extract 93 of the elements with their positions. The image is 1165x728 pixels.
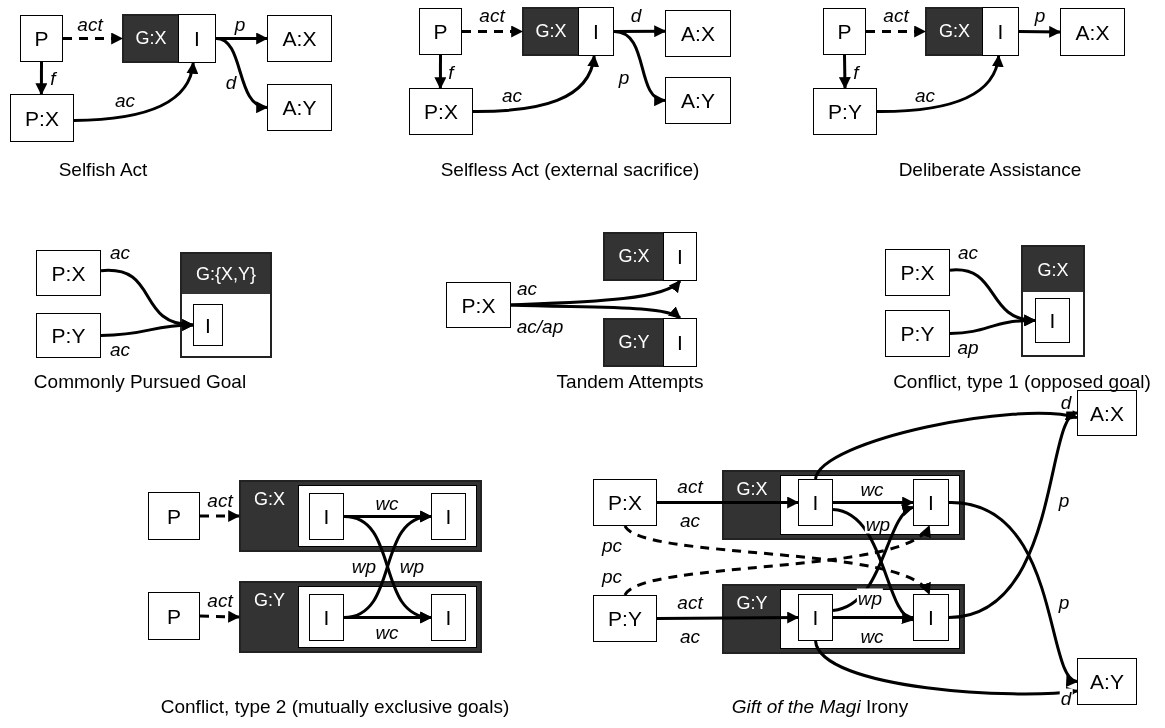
outcome-box: A:X (267, 15, 332, 62)
diagram-caption: Tandem Attempts (556, 372, 704, 391)
agent-box: P:Y (813, 88, 877, 135)
outcome-box: A:X (665, 10, 731, 57)
agent-box: P:X (10, 94, 74, 142)
outcome-box: A:Y (1077, 658, 1137, 705)
intention-box: I (663, 318, 697, 367)
dashed-arrow (462, 25, 524, 38)
diagram-caption: Commonly Pursued Goal (33, 372, 247, 391)
arrow (510, 279, 681, 307)
arrow (833, 496, 915, 509)
goal-box (239, 581, 482, 653)
goal-box (722, 470, 965, 540)
outcome-box: A:X (1077, 390, 1137, 436)
outcome-box: A:Y (665, 77, 731, 124)
agent-box: P (148, 592, 200, 640)
goal-label: G:X (1037, 260, 1069, 279)
goal-box (603, 318, 697, 367)
arrow (510, 303, 682, 320)
outcome-box: A:X (1060, 8, 1125, 56)
agent-box: P:X (36, 250, 101, 296)
arrow (344, 611, 433, 624)
goal-box (1021, 245, 1085, 357)
arrow (73, 61, 198, 122)
goal-label: G:X (135, 28, 167, 47)
intention-box: I (431, 594, 466, 641)
diagram-caption: Conflict, type 1 (opposed goal) (893, 372, 1151, 391)
intention-box: I (178, 14, 216, 63)
intention-box: I (309, 594, 344, 641)
edge-label: wp (856, 588, 884, 608)
agent-box: P:Y (36, 313, 101, 358)
agent-box: P:Y (885, 310, 950, 357)
dashed-arrow (200, 510, 241, 522)
dashed-arrow (199, 610, 241, 623)
arrow (434, 55, 447, 90)
agent-box: P:X (446, 282, 511, 328)
intention-box: I (982, 7, 1019, 56)
goal-label: G:X (618, 246, 650, 265)
agent-box: P:Y (593, 595, 657, 642)
outcome-box: A:Y (267, 84, 332, 131)
agent-box: P (823, 8, 866, 55)
goal-label: G:{X,Y} (195, 265, 256, 283)
goal-box (522, 7, 614, 56)
agent-box: P:X (593, 479, 657, 526)
agent-box: P (419, 8, 462, 55)
agent-box: P:X (885, 249, 950, 296)
dashed-arrow (63, 32, 124, 45)
arrow (949, 314, 1037, 335)
goal-label: G:Y (254, 591, 285, 609)
goal-box (722, 584, 965, 654)
intention-box: I (578, 7, 614, 56)
intention-box: I (798, 594, 833, 641)
diagram-caption: Selfless Act (external sacrifice) (440, 160, 700, 179)
arrow (877, 54, 1003, 113)
goal-box (239, 480, 482, 552)
goal-box (925, 7, 1019, 56)
intention-box: I (913, 479, 949, 526)
intention-box: I (193, 304, 223, 346)
goal-label: G:X (736, 480, 768, 498)
intention-box: I (1035, 298, 1070, 343)
goal-label: G:Y (618, 332, 650, 351)
intention-box: I (913, 594, 949, 641)
diagram-caption: Selfish Act (58, 160, 148, 179)
arrow (1018, 25, 1062, 38)
goal-label: G:X (939, 21, 970, 40)
dashed-arrow (866, 25, 927, 38)
diagram-caption: Deliberate Assistance (898, 160, 1082, 179)
arrow (814, 409, 1079, 480)
goal-box (603, 232, 697, 281)
arrow (657, 611, 800, 624)
intention-box: I (663, 232, 697, 281)
goal-label: G:Y (736, 594, 768, 612)
arrow (100, 319, 195, 337)
goal-box (122, 14, 216, 63)
intention-box: I (798, 479, 833, 526)
arrow (215, 37, 269, 112)
arrow (613, 30, 667, 104)
intention-box: I (431, 493, 466, 540)
arrow (657, 496, 800, 509)
arrow (838, 54, 851, 90)
agent-box: P:X (409, 88, 473, 135)
edge-label: d (1059, 688, 1073, 708)
arrow (473, 54, 599, 113)
arrow (35, 62, 48, 96)
diagram-caption: Conflict, type 2 (mutually exclusive goals) (160, 697, 510, 716)
agent-box: P (148, 492, 200, 540)
diagram-caption: Gift of the Magi Irony (731, 697, 909, 716)
goal-label: G:X (535, 21, 567, 40)
goal-box (180, 252, 272, 358)
goal-label: G:X (254, 490, 285, 508)
agent-box: P (20, 15, 63, 62)
arrow (833, 611, 915, 624)
intention-box: I (309, 493, 344, 540)
